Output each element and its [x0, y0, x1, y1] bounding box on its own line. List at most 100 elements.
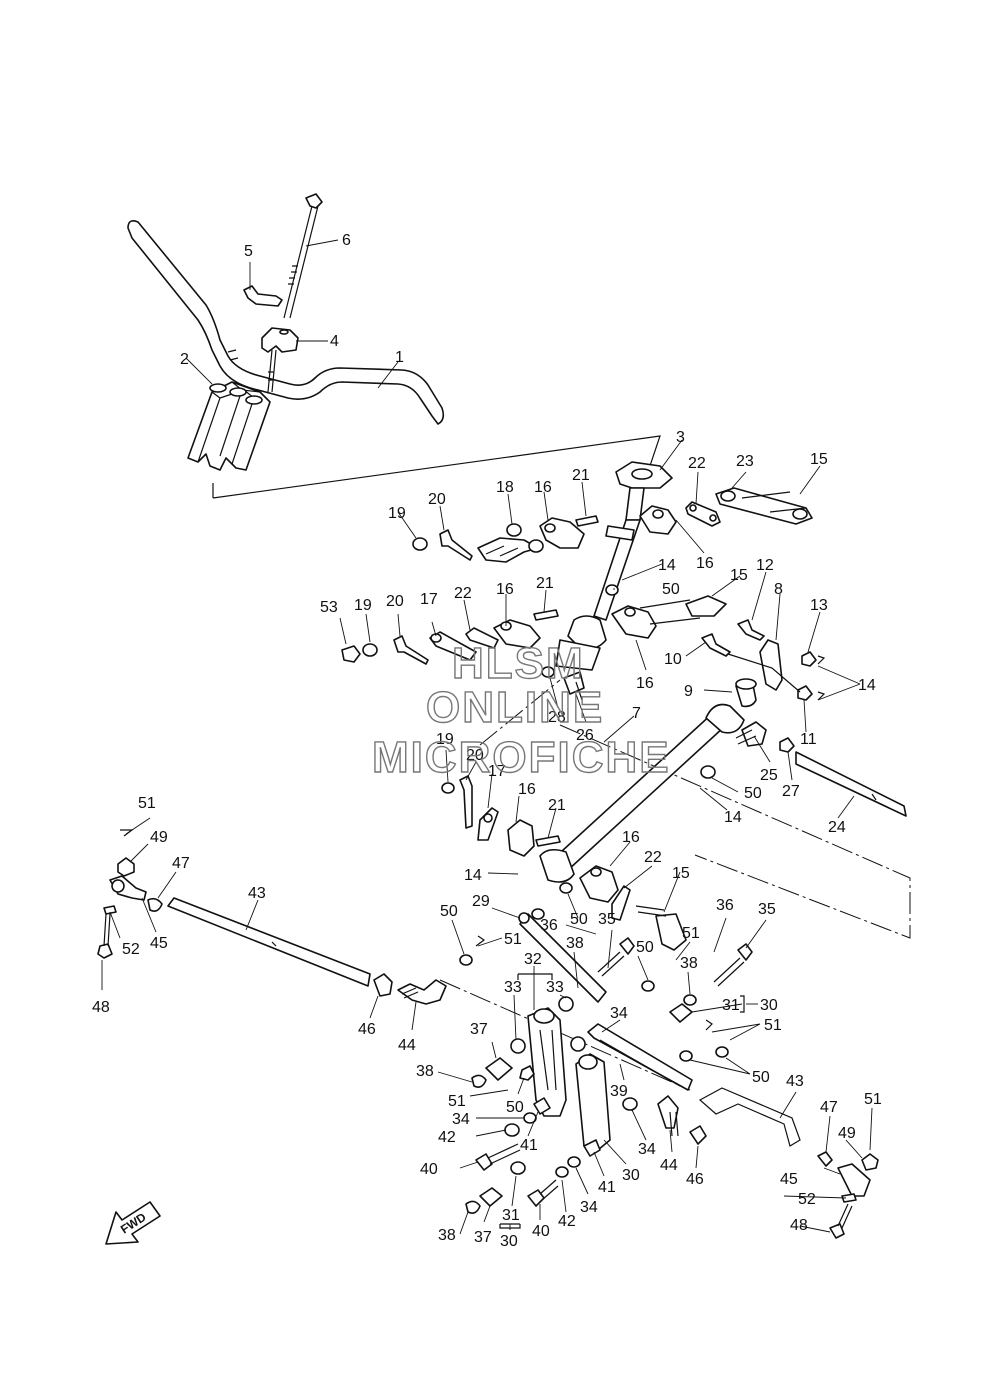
shaft-end-group [518, 865, 687, 1003]
spacer-37a [485, 1057, 513, 1081]
spacer-41a [533, 1097, 551, 1115]
callout-44b: 44 [660, 1157, 678, 1174]
callout-2: 2 [180, 351, 189, 368]
link-17b [477, 807, 499, 841]
callout-14c: 14 [724, 809, 742, 826]
washer-52a [103, 905, 117, 915]
callout-10: 10 [664, 651, 682, 668]
callout-32: 32 [524, 951, 542, 968]
ball-joint-25 [741, 721, 767, 747]
callout-35b: 35 [758, 901, 776, 918]
callout-51b: 51 [504, 931, 522, 948]
washer-52b [841, 1193, 857, 1203]
callout-1: 1 [395, 349, 404, 366]
bolt-35b [737, 943, 753, 961]
callout-30a: 30 [760, 997, 778, 1014]
link-18 [477, 537, 539, 563]
callout-31a: 31 [722, 997, 740, 1014]
tie-rod-43b [698, 1087, 801, 1147]
callout-22b: 22 [454, 585, 472, 602]
washer-42a [504, 1123, 520, 1137]
callout-43b: 43 [786, 1073, 804, 1090]
rod-24 [795, 751, 907, 817]
fwd-arrow-icon [105, 1201, 161, 1245]
callout-52b: 52 [798, 1191, 816, 1208]
washer-34b [567, 1156, 581, 1168]
callout-40b: 40 [532, 1223, 550, 1240]
callout-14d: 14 [464, 867, 482, 884]
callout-33b: 33 [546, 979, 564, 996]
spacer-41b [583, 1139, 601, 1157]
watermark-line-2: ONLINE [426, 683, 604, 732]
washer-38b [465, 1200, 481, 1214]
callout-24: 24 [828, 819, 846, 836]
callout-19a: 19 [388, 505, 406, 522]
callout-19c: 19 [436, 731, 454, 748]
bracket-16e [507, 819, 535, 857]
center-link-group [441, 775, 561, 857]
callout-16b: 16 [696, 555, 714, 572]
callout-35a: 35 [598, 911, 616, 928]
callout-16a: 16 [534, 479, 552, 496]
callout-39: 39 [610, 1083, 628, 1100]
nut-13 [801, 651, 817, 667]
callout-53: 53 [320, 599, 338, 616]
callout-30b: 30 [622, 1167, 640, 1184]
callout-21b: 21 [536, 575, 554, 592]
bolt-20a [439, 529, 473, 561]
upper-link-row [412, 515, 599, 563]
nut-50c [531, 908, 545, 920]
callout-8: 8 [774, 581, 783, 598]
callout-22a: 22 [688, 455, 706, 472]
washer-28 [541, 666, 555, 678]
nut-50h [459, 954, 473, 966]
callout-42a: 42 [438, 1129, 456, 1146]
callout-38d: 38 [438, 1227, 456, 1244]
bolt-35a [619, 937, 635, 955]
washer-34c [622, 1097, 638, 1111]
bracket-16f [579, 865, 619, 903]
bolt-48b [829, 1223, 845, 1239]
callout-30c: 30 [500, 1233, 518, 1250]
callout-51e: 51 [448, 1093, 466, 1110]
callout-22c: 22 [644, 849, 662, 866]
bracket-16b [639, 505, 677, 535]
callout-29: 29 [472, 893, 490, 910]
handle-holder [261, 327, 299, 353]
plate-22b [465, 627, 499, 649]
callout-37b: 37 [474, 1229, 492, 1246]
rod-end-44b [657, 1095, 679, 1129]
callout-15a: 15 [810, 451, 828, 468]
callout-43a: 43 [248, 885, 266, 902]
main-shaft [539, 703, 907, 883]
callout-labels: 1 2 3 4 5 6 7 8 9 10 11 12 13 14 14 14 1… [92, 232, 882, 1250]
callout-38c: 38 [416, 1063, 434, 1080]
callout-50b: 50 [744, 785, 762, 802]
nut-50e [641, 980, 655, 992]
clip-5 [243, 285, 283, 307]
bushing-33a [510, 1038, 526, 1054]
callout-15c: 15 [672, 865, 690, 882]
callout-20b: 20 [386, 593, 404, 610]
callout-23: 23 [736, 453, 754, 470]
callout-50c: 50 [570, 911, 588, 928]
callout-26: 26 [576, 727, 594, 744]
callout-41b: 41 [598, 1179, 616, 1196]
callout-48b: 48 [790, 1217, 808, 1234]
callout-3: 3 [676, 429, 685, 446]
callout-34a: 34 [610, 1005, 628, 1022]
callout-28: 28 [548, 709, 566, 726]
callout-50e: 50 [636, 939, 654, 956]
handle-bar [127, 220, 445, 425]
callout-51f: 51 [864, 1091, 882, 1108]
arm-30a [527, 1007, 567, 1117]
bolt-20c [459, 775, 473, 829]
callout-31b: 31 [502, 1207, 520, 1224]
callout-50d: 50 [440, 903, 458, 920]
pin-21b [533, 609, 559, 621]
callout-36b: 36 [716, 897, 734, 914]
rod-end-44a [397, 979, 447, 1005]
callout-27: 27 [782, 783, 800, 800]
bolt-6 [305, 193, 323, 209]
callout-47a: 47 [172, 855, 190, 872]
